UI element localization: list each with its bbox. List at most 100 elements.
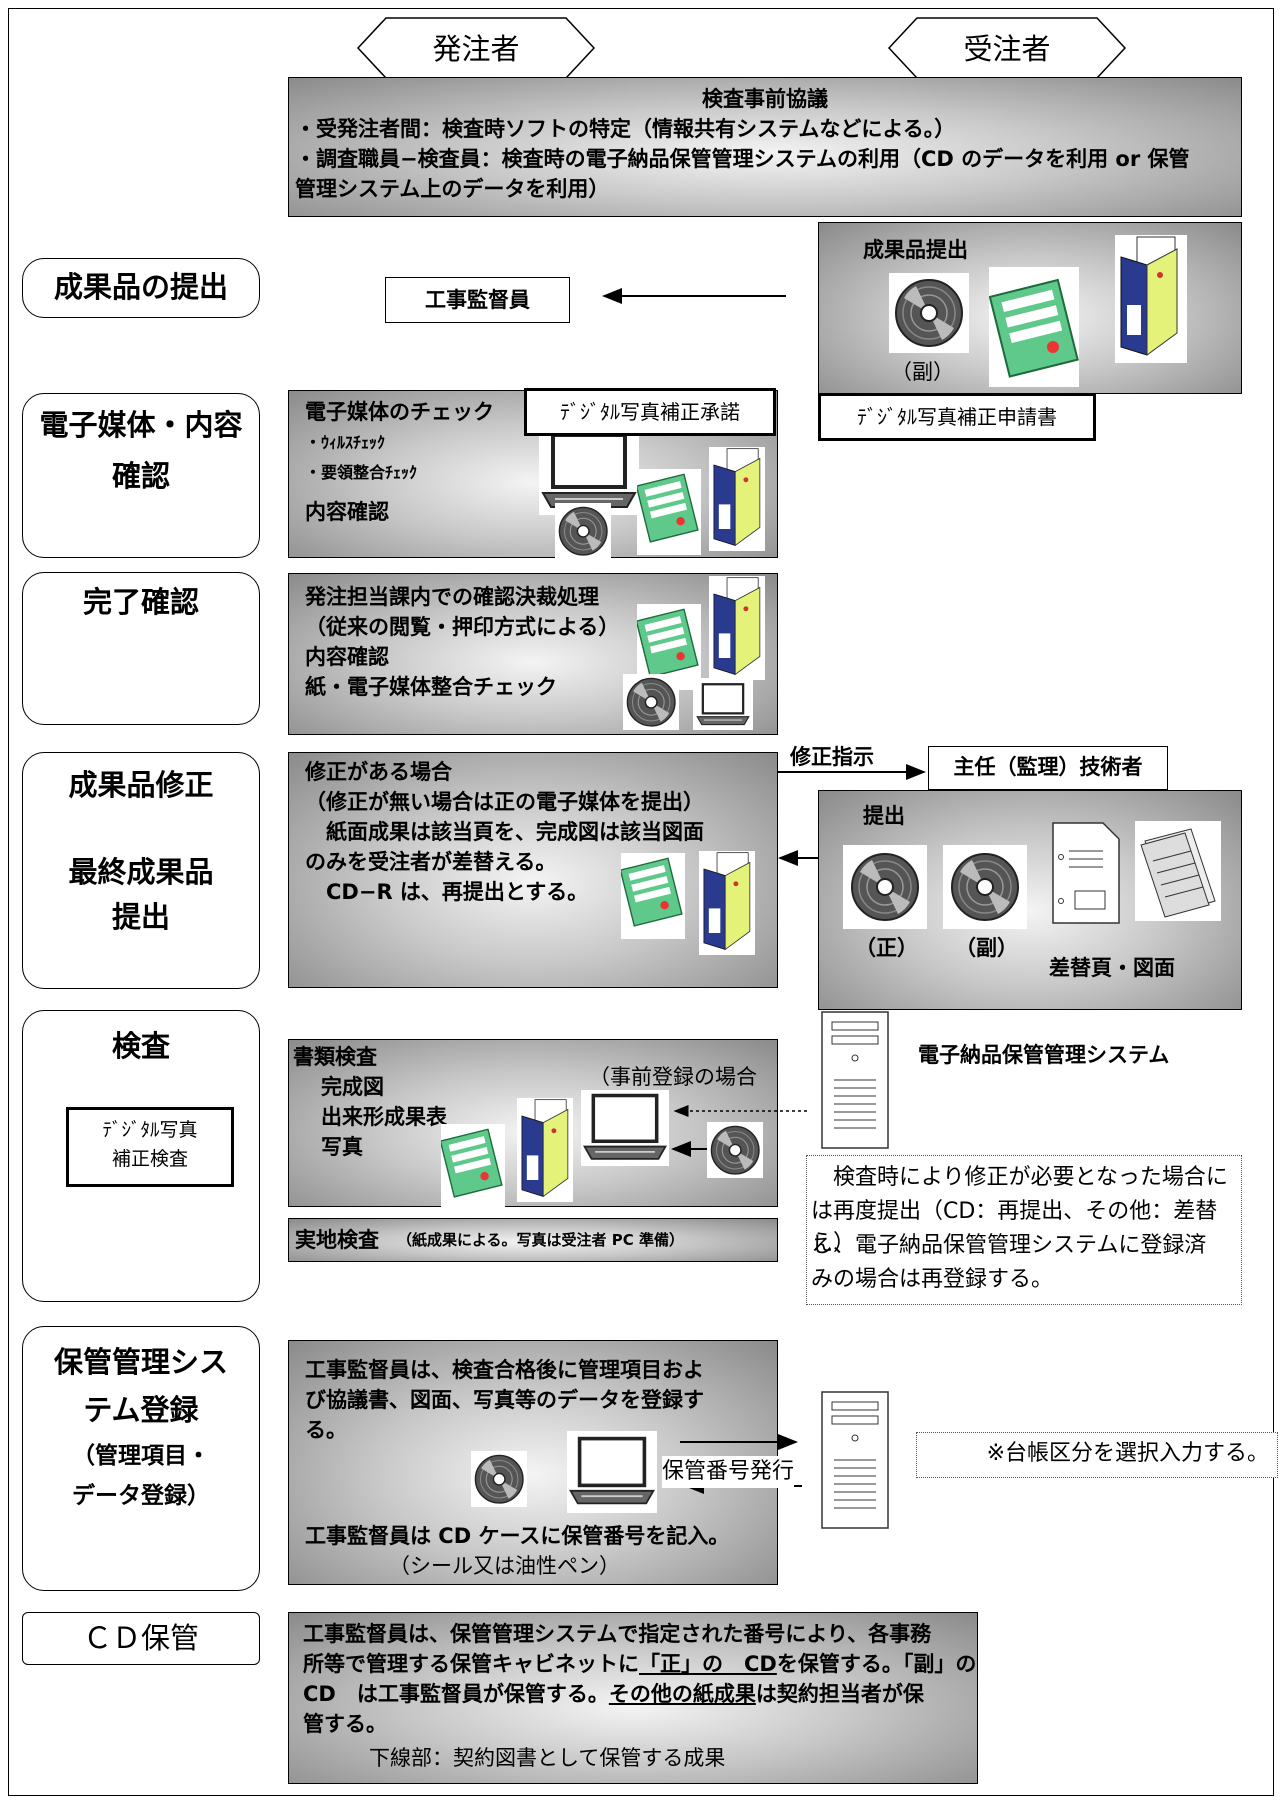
cd-storage-line4: 管する。 [303, 1712, 387, 1736]
server-icon [821, 1011, 889, 1149]
cd-icon [707, 1122, 763, 1178]
server-icon [821, 1391, 889, 1529]
revision-line3: 紙面成果は該当頁を、完成図は該当図面 [305, 820, 704, 844]
revision-line1: 修正がある場合 [305, 760, 452, 784]
binder-icon [699, 851, 755, 955]
engineer-box: 主任（監理）技術者 [928, 746, 1168, 790]
binder-icon [709, 447, 765, 551]
completion-line2: （従来の閲覧・押印方式による） [305, 615, 620, 639]
stage-registration-line3: （管理項目・ [72, 1442, 210, 1469]
stage-registration-line2: テム登録 [83, 1392, 199, 1427]
cd-icon [943, 845, 1027, 929]
photo-application-box: ﾃﾞｼﾞﾀﾙ写真補正申請書 [818, 393, 1096, 441]
re-registration-line3: し、電子納品保管管理システムに登録済 [811, 1233, 1207, 1258]
original-label: （正） [855, 936, 918, 960]
stage-registration-line4: データ登録） [72, 1483, 210, 1510]
laptop-icon [581, 1090, 669, 1166]
re-registration-line2: は再度提出（CD：再提出、その他：差替え） [811, 1199, 1218, 1256]
media-check-content: 内容確認 [305, 500, 389, 524]
submission-arrow [602, 288, 786, 304]
contractor-header: 受注者 [963, 32, 1051, 66]
registration-line4: 工事監督員は CD ケースに保管番号を記入。 [305, 1524, 730, 1548]
cd-storage-line2c: を保管する。「副」の [776, 1652, 977, 1676]
revision-panel: 修正がある場合 （修正が無い場合は正の電子媒体を提出） 紙面成果は該当頁を、完成… [288, 752, 778, 988]
stage-revision-line3: 提出 [111, 899, 170, 934]
completion-panel: 発注担当課内での確認決裁処理 （従来の閲覧・押印方式による） 内容確認 紙・電子… [288, 573, 778, 735]
completion-line4: 紙・電子媒体整合チェック [305, 675, 557, 699]
laptop-icon [567, 1431, 657, 1513]
book-icon [637, 469, 701, 555]
orderer-header: 発注者 [432, 32, 520, 66]
registration-line3: る。 [305, 1418, 347, 1442]
cd-storage-line2: 所等で管理する保管キャビネットに「正」の CDを保管する。「副」の [303, 1649, 976, 1679]
media-check-guideline: ・要領整合ﾁｪｯｸ [305, 463, 418, 482]
resubmit-arrow [778, 850, 818, 866]
registration-panel: 工事監督員は、検査合格後に管理項目およ び協議書、図面、写真等のデータを登録す … [288, 1340, 778, 1585]
deliverable-copy-label: （副） [891, 360, 954, 384]
document-icon [1052, 822, 1120, 924]
binder-icon [1115, 235, 1187, 363]
document-inspection-title: 書類検査 [293, 1045, 377, 1069]
digital-photo-check-box: ﾃﾞｼﾞﾀﾙ写真 補正検査 [66, 1107, 234, 1187]
pre-inspection-line3: 管理システム上のデータを利用） [295, 177, 610, 201]
stage-completion: 完了確認 [22, 572, 260, 725]
deliverable-title: 成果品提出 [863, 238, 968, 262]
deliverable-panel: 成果品提出 （副） [818, 222, 1242, 394]
cd-load-arrow [671, 1141, 707, 1157]
book-icon [441, 1124, 505, 1208]
field-inspection-panel: 実地検査 （紙成果による。写真は受注者 PC 準備） [288, 1218, 778, 1262]
resubmission-panel: 提出 （正） （副） 差替頁・図面 [818, 790, 1242, 1010]
page-frame [8, 8, 1274, 1796]
laptop-icon [539, 431, 639, 515]
binder-icon [709, 576, 765, 680]
photo-approval-box: ﾃﾞｼﾞﾀﾙ写真補正承諾 [524, 388, 776, 436]
cd-storage-line3: CD は工事監督員が保管する。その他の紙成果は契約担当者が保 [303, 1679, 924, 1709]
digital-photo-check-line1: ﾃﾞｼﾞﾀﾙ写真 [102, 1119, 198, 1141]
stage-submission: 成果品の提出 [22, 258, 260, 318]
inspection-item-completion-drawing: 完成図 [321, 1075, 384, 1099]
re-registration-line1: 検査時により修正が必要となった場合に [811, 1165, 1228, 1190]
revision-line5: CD−R は、再提出とする。 [305, 880, 589, 904]
media-check-title: 電子媒体のチェック [305, 400, 494, 424]
revision-line4: のみを受注者が差替える。 [305, 850, 557, 874]
system-name-label: 電子納品保管管理システム [918, 1043, 1170, 1067]
pre-inspection-title: 検査事前協議 [702, 87, 828, 111]
pre-inspection-line2: ・調査職員−検査員：検査時の電子納品保管管理システムの利用（CD のデータを利用… [295, 147, 1190, 171]
book-icon [621, 853, 685, 939]
cd-storage-line3a: CD は工事監督員が保管する。 [303, 1682, 609, 1706]
stage-media-check: 電子媒体・内容 確認 [22, 393, 260, 558]
cd-storage-line1: 工事監督員は、保管管理システムで指定された番号により、各事務 [303, 1622, 932, 1646]
document-inspection-panel: 書類検査 完成図 出来形成果表 写真 （事前登録の場合※） [288, 1039, 807, 1208]
pre-inspection-line1: ・受発注者間：検査時ソフトの特定（情報共有システムなどによる。） [295, 117, 956, 141]
revision-line2: （修正が無い場合は正の電子媒体を提出） [305, 790, 704, 814]
book-icon [989, 267, 1079, 387]
replacement-label: 差替頁・図面 [1049, 956, 1175, 980]
registration-line5: （シール又は油性ペン） [389, 1554, 620, 1578]
copy-label: （副） [955, 936, 1018, 960]
cd-storage-panel: 工事監督員は、保管管理システムで指定された番号により、各事務 所等で管理する保管… [288, 1612, 978, 1784]
inspection-item-as-built: 出来形成果表 [321, 1105, 447, 1129]
pre-inspection-panel: 検査事前協議 ・受発注者間：検査時ソフトの特定（情報共有システムなどによる。） … [288, 77, 1242, 217]
resubmission-title: 提出 [863, 804, 905, 828]
stage-revision-line2: 最終成果品 [68, 854, 214, 889]
cd-storage-line2a: 所等で管理する保管キャビネットに [303, 1652, 639, 1676]
re-registration-note: 検査時により修正が必要となった場合に は再度提出（CD：再提出、その他：差替え）… [806, 1155, 1242, 1305]
laptop-icon [693, 678, 753, 730]
cd-storage-line3c: は契約担当者が保 [755, 1682, 924, 1706]
completion-line3: 内容確認 [305, 645, 389, 669]
digital-photo-check-line2: 補正検査 [111, 1147, 188, 1170]
registration-dotted-arrow [673, 1105, 807, 1117]
stage-cd-storage: ＣＤ保管 [22, 1612, 260, 1665]
binder-icon [517, 1098, 573, 1202]
stage-registration: 保管管理シス テム登録 （管理項目・ データ登録） [22, 1326, 260, 1591]
stage-revision-line1: 成果品修正 [68, 768, 214, 802]
storage-number-issue-label: 保管番号発行 [662, 1456, 795, 1488]
cd-icon [471, 1451, 527, 1507]
inspection-item-photos: 写真 [321, 1135, 363, 1159]
cd-icon [623, 674, 679, 730]
stage-media-check-line1: 電子媒体・内容 [39, 408, 243, 442]
drawing-stack-icon [1135, 821, 1221, 921]
cd-storage-line2b: 「正」の CD [639, 1652, 777, 1676]
revision-instruction-arrow [778, 764, 926, 780]
re-registration-line4: みの場合は再登録する。 [811, 1267, 1054, 1292]
